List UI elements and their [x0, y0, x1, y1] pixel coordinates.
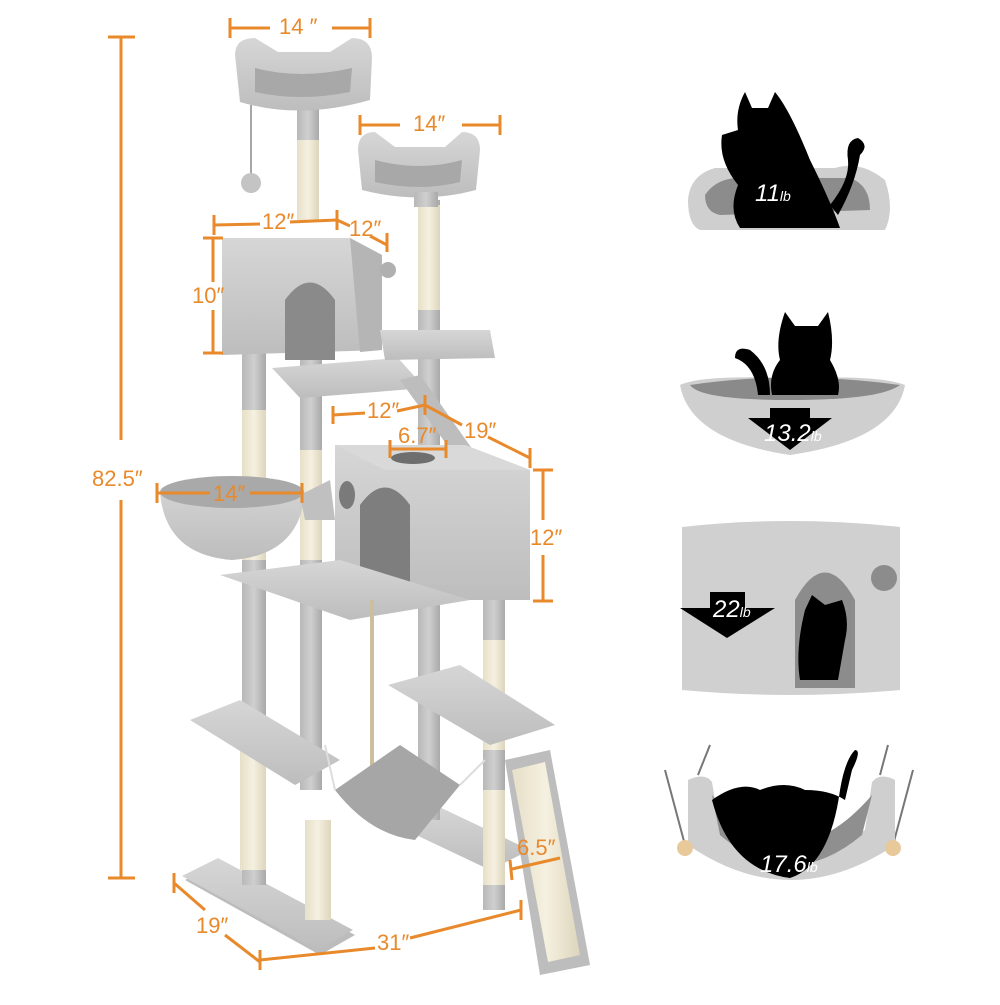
upper-condo-width-label: 12″ [262, 209, 295, 234]
basket-weight-icon [680, 312, 905, 455]
upper-condo [222, 238, 396, 360]
hammock [324, 600, 486, 840]
dimension-lines [155, 18, 561, 970]
perch-weight-label: 11lb [755, 180, 791, 207]
middle-platform [220, 560, 470, 620]
upper-condo-depth-label: 12″ [349, 216, 382, 241]
second-perch [358, 132, 480, 207]
upper-condo-height-label: 10″ [192, 283, 225, 308]
lower-left-platform [190, 700, 340, 785]
condo-weight-label: 22lb [713, 596, 751, 623]
lower-condo-width-label: 12″ [367, 398, 400, 423]
top-perch [235, 38, 372, 193]
perch-weight-icon [688, 92, 890, 230]
condo-weight-icon [680, 521, 900, 695]
height-dimension-line [108, 35, 135, 880]
hammock-weight-icon [664, 744, 914, 880]
second-perch-width-label: 14″ [413, 111, 446, 136]
basket-width-label: 14″ [213, 481, 246, 506]
basket-weight-label: 13.2lb [764, 420, 822, 447]
lower-condo-hole-label: 6.7″ [398, 423, 437, 448]
lower-condo [335, 445, 530, 600]
total-height-label: 82.5″ [92, 466, 143, 491]
right-platform [388, 665, 555, 745]
top-perch-width-label: 14 ″ [279, 14, 318, 39]
base-plates [182, 805, 530, 955]
base-depth-label: 19″ [196, 913, 229, 938]
lower-condo-depth-label: 19″ [464, 418, 497, 443]
base-width-label: 31″ [377, 930, 410, 955]
hammock-weight-label: 17.6lb [760, 851, 818, 878]
basket [160, 476, 335, 560]
ramp-width-label: 6.5″ [517, 835, 556, 860]
lower-condo-height-label: 12″ [530, 525, 563, 550]
upper-platform [272, 330, 495, 398]
scratching-ramp [505, 750, 590, 975]
